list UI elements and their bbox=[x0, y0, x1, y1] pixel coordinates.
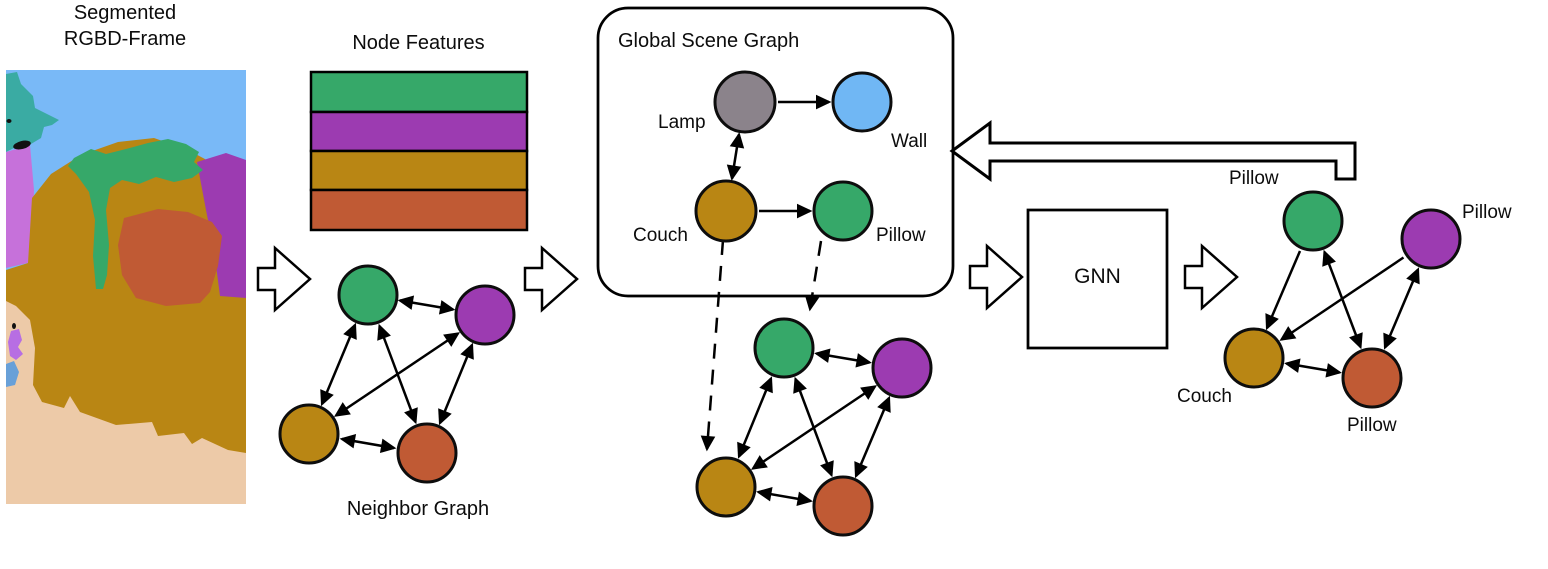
global-scene-graph bbox=[694, 70, 893, 452]
node-pillow-purple bbox=[1400, 208, 1462, 270]
projected-neighbor-graph bbox=[695, 317, 933, 537]
label-couch: Couch bbox=[633, 225, 688, 246]
output-label-pillow-purple: Pillow bbox=[1462, 202, 1512, 223]
feature-bar-red bbox=[309, 188, 529, 232]
node-purple bbox=[871, 337, 933, 399]
edge-green-gold bbox=[737, 376, 773, 459]
label-pillow: Pillow bbox=[876, 225, 926, 246]
node-pillow-green bbox=[1282, 190, 1344, 252]
flow-arrow-4 bbox=[1183, 243, 1239, 311]
edge-purple-gold bbox=[1279, 256, 1405, 341]
node-pillow bbox=[812, 180, 874, 242]
gnn-box bbox=[1026, 208, 1169, 350]
edge-gold-red bbox=[1284, 358, 1342, 378]
edge-green-gold bbox=[320, 322, 357, 407]
projection-dashed-arrow-pillow bbox=[804, 240, 823, 312]
label-wall: Wall bbox=[891, 131, 928, 152]
segment-pillow-red bbox=[118, 209, 222, 306]
node-red bbox=[396, 422, 458, 484]
flow-arrow-1 bbox=[256, 245, 312, 313]
edge-green-gold bbox=[1265, 250, 1302, 331]
flow-arrow-3 bbox=[968, 243, 1024, 311]
edge-gold-purple bbox=[750, 385, 878, 470]
segment-blob-lavender bbox=[8, 329, 23, 360]
gnn-label: GNN bbox=[1074, 265, 1121, 288]
node-couch bbox=[694, 179, 758, 243]
node-wall bbox=[831, 71, 893, 133]
segmented-frame-title: Segmented RGBD-Frame bbox=[0, 0, 250, 52]
node-pillow-red bbox=[1341, 347, 1403, 409]
edge-gold-red bbox=[339, 434, 397, 453]
node-lamp bbox=[713, 70, 777, 134]
node-red bbox=[812, 475, 874, 537]
node-purple bbox=[454, 284, 516, 346]
output-graph bbox=[1223, 190, 1462, 409]
node-green bbox=[753, 317, 815, 379]
edge-gold-purple bbox=[333, 332, 461, 417]
neighbor-graph-caption: Neighbor Graph bbox=[346, 498, 490, 520]
segmented-frame-title-line2: RGBD-Frame bbox=[63, 28, 187, 50]
segment-floor bbox=[6, 301, 246, 504]
edge-lamp-couch bbox=[726, 132, 745, 181]
edge-purple-red bbox=[854, 395, 891, 479]
feature-bar-gold bbox=[309, 149, 529, 192]
segment-pillow-green bbox=[68, 139, 203, 289]
global-scene-graph-title: Global Scene Graph bbox=[618, 30, 800, 52]
node-features-matrix bbox=[309, 70, 529, 232]
edge-purple-red bbox=[1383, 267, 1420, 350]
segmented-rgbd-image bbox=[6, 70, 246, 504]
segment-mark bbox=[6, 119, 12, 123]
neighbor-graph bbox=[278, 264, 516, 484]
edge-gold-red bbox=[756, 487, 813, 506]
node-couch bbox=[1223, 327, 1285, 389]
edge-green-purple bbox=[397, 295, 456, 315]
output-label-pillow-green: Pillow bbox=[1229, 168, 1279, 189]
label-lamp: Lamp bbox=[658, 112, 706, 133]
segment-blob-blue bbox=[6, 361, 19, 387]
feedback-arrow bbox=[949, 120, 1357, 182]
feature-bar-purple bbox=[309, 110, 529, 153]
edge-purple-red bbox=[438, 342, 474, 426]
segmented-frame-title-line1: Segmented bbox=[73, 2, 177, 24]
segment-mark bbox=[13, 140, 31, 150]
flow-arrow-2 bbox=[523, 245, 579, 313]
segment-curtain bbox=[6, 145, 34, 268]
segment-mark bbox=[12, 323, 16, 329]
node-features-title: Node Features bbox=[352, 32, 485, 54]
node-gold bbox=[695, 456, 757, 518]
node-green bbox=[337, 264, 399, 326]
output-label-couch: Couch bbox=[1177, 386, 1232, 407]
output-label-pillow-red: Pillow bbox=[1347, 415, 1397, 436]
segment-lamp bbox=[6, 72, 59, 152]
projection-dashed-arrow-couch bbox=[700, 239, 725, 452]
edge-green-purple bbox=[814, 348, 872, 368]
segment-pillow-purple bbox=[197, 153, 246, 298]
node-gold bbox=[278, 403, 340, 465]
feature-bar-green bbox=[309, 70, 529, 114]
